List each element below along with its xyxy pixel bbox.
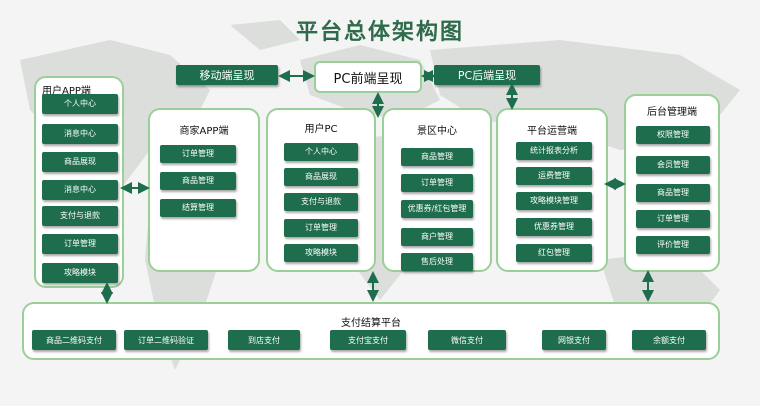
platform-ops-item[interactable]: 运费管理 <box>516 167 592 185</box>
admin-item[interactable]: 商品管理 <box>636 184 710 202</box>
scenic-center-title: 景区中心 <box>417 126 457 137</box>
merchant-app-item[interactable]: 订单管理 <box>160 145 236 163</box>
diagram-title: 平台总体架构图 <box>295 20 464 45</box>
user-app-item[interactable]: 支付与退款 <box>42 206 118 226</box>
payment-method-item[interactable]: 微信支付 <box>428 330 506 350</box>
user-app-item[interactable]: 商品展现 <box>42 152 118 172</box>
user-pc-item[interactable]: 攻略模块 <box>284 244 358 262</box>
admin-item[interactable]: 订单管理 <box>636 210 710 228</box>
user-pc-item[interactable]: 商品展现 <box>284 168 358 186</box>
payment-method-item[interactable]: 订单二维码验证 <box>124 330 208 350</box>
user-app-item[interactable]: 消息中心 <box>42 180 118 200</box>
user-app-item[interactable]: 订单管理 <box>42 234 118 254</box>
merchant-app-title: 商家APP端 <box>179 126 229 137</box>
merchant-app-item[interactable]: 结算管理 <box>160 199 236 217</box>
payment-method-item[interactable]: 到店支付 <box>228 330 300 350</box>
payment-method-item[interactable]: 网银支付 <box>542 330 606 350</box>
payment-method-item[interactable]: 商品二维码支付 <box>32 330 116 350</box>
user-pc-item[interactable]: 订单管理 <box>284 219 358 237</box>
user-pc-title: 用户PC <box>304 124 338 135</box>
payment-method-item[interactable]: 支付宝支付 <box>330 330 406 350</box>
scenic-center-item[interactable]: 优惠券/红包管理 <box>401 200 473 218</box>
platform-ops-item[interactable]: 优惠券管理 <box>516 218 592 236</box>
user-pc-item[interactable]: 个人中心 <box>284 143 358 161</box>
user-pc-item[interactable]: 支付与退款 <box>284 193 358 211</box>
scenic-center-item[interactable]: 订单管理 <box>401 174 473 192</box>
payment-platform-title: 支付结算平台 <box>341 318 401 329</box>
scenic-center-item[interactable]: 商品管理 <box>401 148 473 166</box>
mobile-presentation-box: 移动端呈现 <box>176 65 278 85</box>
platform-ops-item[interactable]: 红包管理 <box>516 244 592 262</box>
platform-ops-item[interactable]: 攻略模块管理 <box>516 192 592 210</box>
scenic-center-item[interactable]: 商户管理 <box>401 228 473 246</box>
user-app-title: 用户APP端 <box>42 86 91 97</box>
merchant-app-item[interactable]: 商品管理 <box>160 172 236 190</box>
pc-front-presentation-box: PC前端呈现 <box>314 61 422 93</box>
scenic-center-item[interactable]: 售后处理 <box>401 253 473 271</box>
platform-ops-title: 平台运营端 <box>527 126 577 137</box>
admin-item[interactable]: 权限管理 <box>636 126 710 144</box>
user-app-item[interactable]: 个人中心 <box>42 94 118 114</box>
merchant-app-panel: 商家APP端 <box>148 108 260 272</box>
platform-ops-item[interactable]: 统计报表分析 <box>516 142 592 160</box>
payment-method-item[interactable]: 余额支付 <box>632 330 706 350</box>
admin-item[interactable]: 会员管理 <box>636 156 710 174</box>
admin-item[interactable]: 评价管理 <box>636 236 710 254</box>
pc-back-presentation-box: PC后端呈现 <box>434 65 540 85</box>
user-app-item[interactable]: 消息中心 <box>42 124 118 144</box>
admin-title: 后台管理端 <box>647 107 697 118</box>
user-app-item[interactable]: 攻略模块 <box>42 263 118 283</box>
